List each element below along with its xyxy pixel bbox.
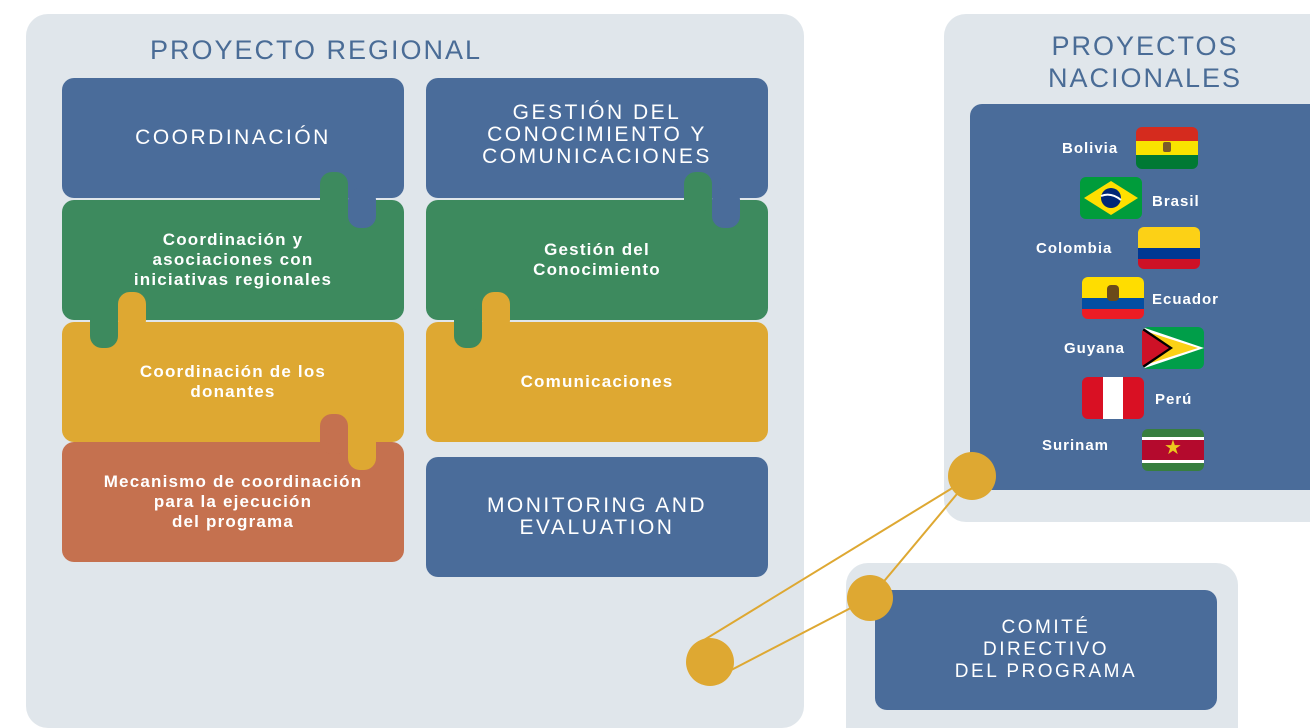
communications-block: Comunicaciones: [426, 322, 768, 442]
country-label-ecuador: Ecuador: [1152, 291, 1220, 308]
coordination-block: COORDINACIÓN: [62, 78, 404, 198]
puzzle-tab-green-mid-right: [454, 308, 482, 348]
peru-flag-icon: [1082, 377, 1144, 419]
puzzle-tab-green-mid-left: [90, 308, 118, 348]
connector-line-lower: [711, 597, 871, 681]
connector-node-national: [948, 452, 996, 500]
donor-coordination-label: Coordinación de los donantes: [139, 362, 327, 401]
puzzle-tab-blue-top-right: [712, 188, 740, 228]
colombia-flag-icon: [1138, 227, 1200, 269]
suriname-flag-icon: ★: [1142, 429, 1204, 471]
bolivia-flag-icon: [1136, 127, 1198, 169]
puzzle-tab-yellow-low-left: [348, 430, 376, 470]
knowledge-comm-label: GESTIÓN DEL CONOCIMIENTO Y COMUNICACIONE…: [482, 101, 712, 168]
country-label-colombia: Colombia: [1036, 240, 1113, 257]
puzzle-tab-orange-low-left: [320, 414, 348, 454]
connector-node-committee: [847, 575, 893, 621]
connector-line-right: [869, 475, 973, 599]
country-label-guyana: Guyana: [1064, 340, 1126, 357]
puzzle-tab-yellow-mid-right: [482, 292, 510, 332]
guyana-flag-icon: [1142, 327, 1204, 369]
connector-line-upper: [703, 475, 973, 641]
puzzle-tab-green-top-right: [684, 172, 712, 212]
coord-associations-block: Coordinación y asociaciones con iniciati…: [62, 200, 404, 320]
regional-project-title: PROYECTO REGIONAL: [149, 35, 483, 65]
puzzle-tab-green-top-left: [320, 172, 348, 212]
country-label-bolivia: Bolivia: [1062, 140, 1119, 157]
knowledge-mgmt-label: Gestión del Conocimiento: [533, 240, 661, 279]
coord-associations-label: Coordinación y asociaciones con iniciati…: [133, 230, 333, 289]
monitoring-label: MONITORING AND EVALUATION: [486, 494, 708, 539]
execution-mechanism-label: Mecanismo de coordinación para la ejecuc…: [103, 472, 363, 531]
national-projects-title: PROYECTOS NACIONALES: [1047, 31, 1243, 93]
coordination-label: COORDINACIÓN: [135, 126, 331, 149]
monitoring-block: MONITORING AND EVALUATION: [426, 457, 768, 577]
communications-label: Comunicaciones: [520, 372, 674, 391]
country-label-surinam: Surinam: [1042, 437, 1110, 454]
puzzle-tab-yellow-mid-left: [118, 292, 146, 332]
steering-committee-block: COMITÉ DIRECTIVO DEL PROGRAMA: [875, 590, 1217, 710]
knowledge-comm-block: GESTIÓN DEL CONOCIMIENTO Y COMUNICACIONE…: [426, 78, 768, 198]
country-label-peru: Perú: [1155, 391, 1193, 408]
steering-committee-label: COMITÉ DIRECTIVO DEL PROGRAMA: [954, 617, 1138, 682]
execution-mechanism-block: Mecanismo de coordinación para la ejecuc…: [62, 442, 404, 562]
puzzle-tab-blue-top-left: [348, 188, 376, 228]
connector-node-regional: [686, 638, 734, 686]
brazil-flag-icon: [1080, 177, 1142, 219]
ecuador-flag-icon: [1082, 277, 1144, 319]
country-label-brasil: Brasil: [1152, 193, 1200, 210]
